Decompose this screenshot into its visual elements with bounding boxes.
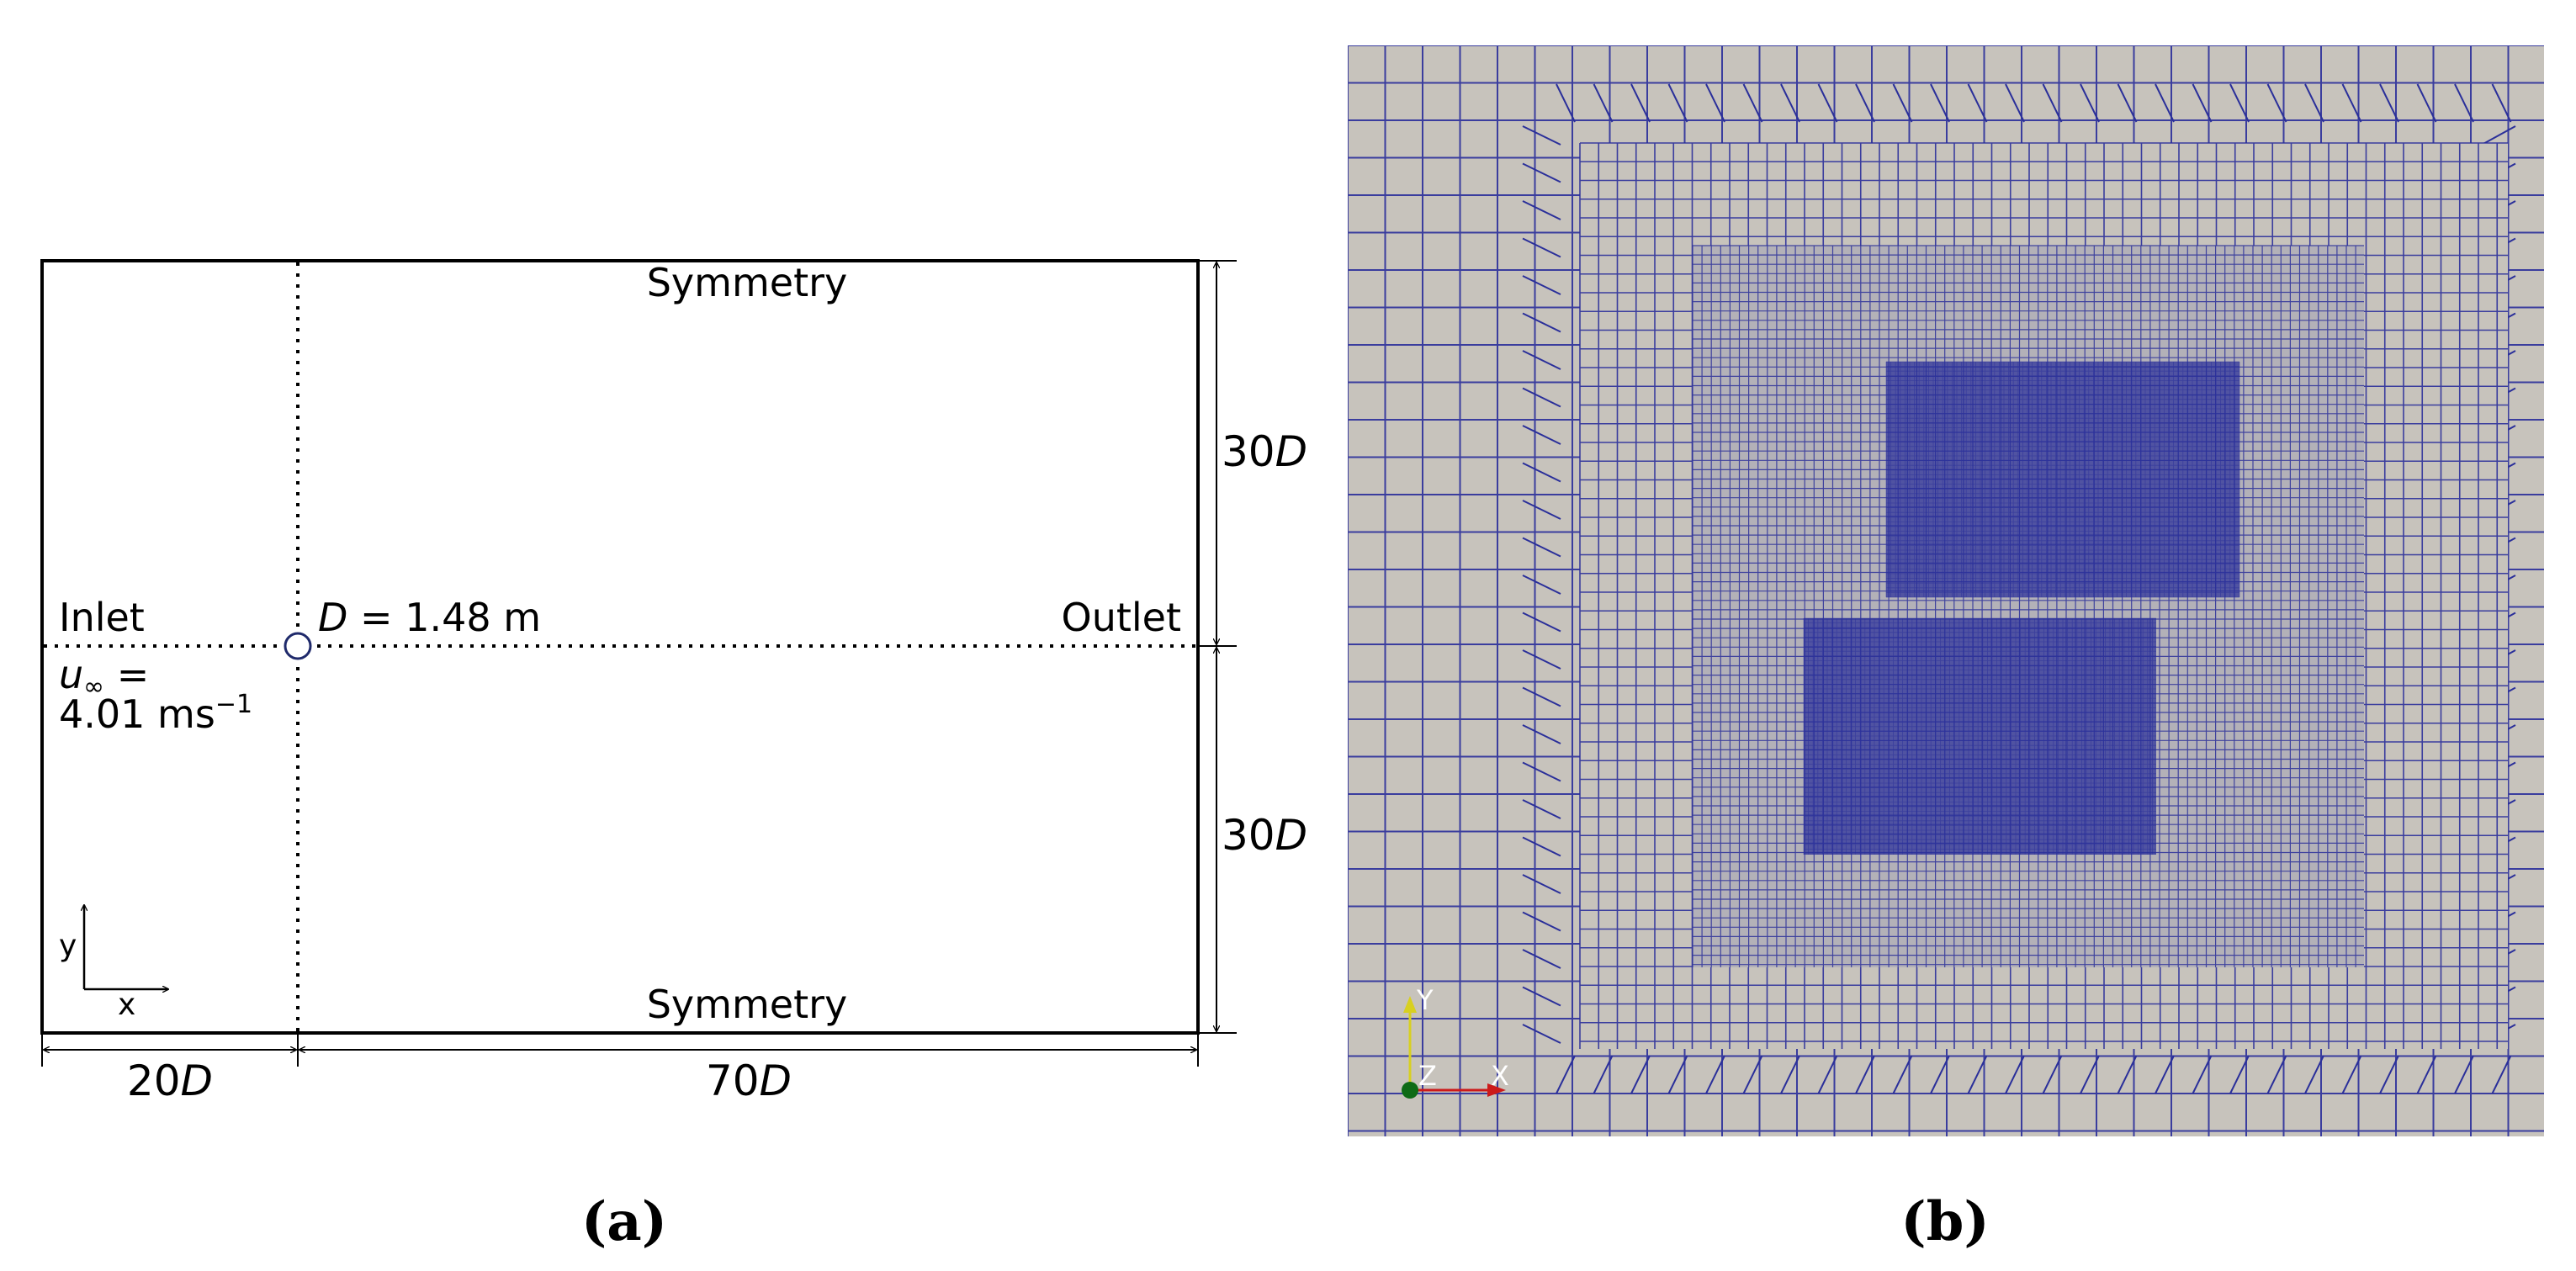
velocity-subscript: ∞: [83, 672, 104, 702]
dim-upstream-label: 20D: [127, 1057, 213, 1105]
velocity-exponent: −1: [215, 690, 252, 719]
velocity-value: 4.01 ms: [59, 691, 215, 737]
bottom-boundary-label: Symmetry: [647, 982, 848, 1027]
dim-upper-label: 30D: [1222, 427, 1307, 476]
velocity-symbol: u: [59, 652, 83, 697]
triad-y-label: Y: [1416, 984, 1434, 1016]
panel-b-mesh: Y Z X (b): [1348, 45, 2544, 1253]
cylinder: [284, 632, 312, 660]
velocity-label-line2: 4.01 ms−1: [59, 690, 252, 737]
mesh-lines: [1348, 45, 2544, 1136]
velocity-equals: =: [104, 652, 149, 697]
axes-icon: y x: [59, 905, 168, 1022]
top-boundary-label: Symmetry: [647, 260, 848, 305]
triad-x-label: X: [1491, 1060, 1509, 1092]
outlet-label: Outlet: [1061, 595, 1181, 640]
inlet-label: Inlet: [59, 595, 145, 640]
panel-a-domain: Symmetry Symmetry Inlet Outlet D = 1.48 …: [40, 259, 1307, 1253]
diameter-value: = 1.48 m: [347, 595, 541, 640]
domain-boundary: [40, 259, 1200, 1035]
dim-lower-label: 30D: [1222, 811, 1307, 860]
dimension-downstream: 70D: [299, 1033, 1199, 1105]
dimension-lower: 30D: [1198, 648, 1307, 1034]
diameter-label: D = 1.48 m: [318, 595, 541, 640]
dimension-upper: 30D: [1198, 260, 1307, 644]
velocity-label-line1: u∞ =: [59, 652, 149, 702]
caption-a: (a): [581, 1190, 667, 1253]
axis-y-label: y: [59, 929, 77, 963]
orientation-triad-icon: Y Z X: [1402, 984, 1509, 1099]
caption-b: (b): [1900, 1190, 1989, 1253]
diameter-symbol: D: [318, 595, 347, 640]
triad-z-label: Z: [1418, 1060, 1437, 1092]
axis-x-label: x: [118, 988, 135, 1022]
dimension-upstream: 20D: [41, 1033, 299, 1105]
dim-downstream-label: 70D: [706, 1057, 792, 1105]
